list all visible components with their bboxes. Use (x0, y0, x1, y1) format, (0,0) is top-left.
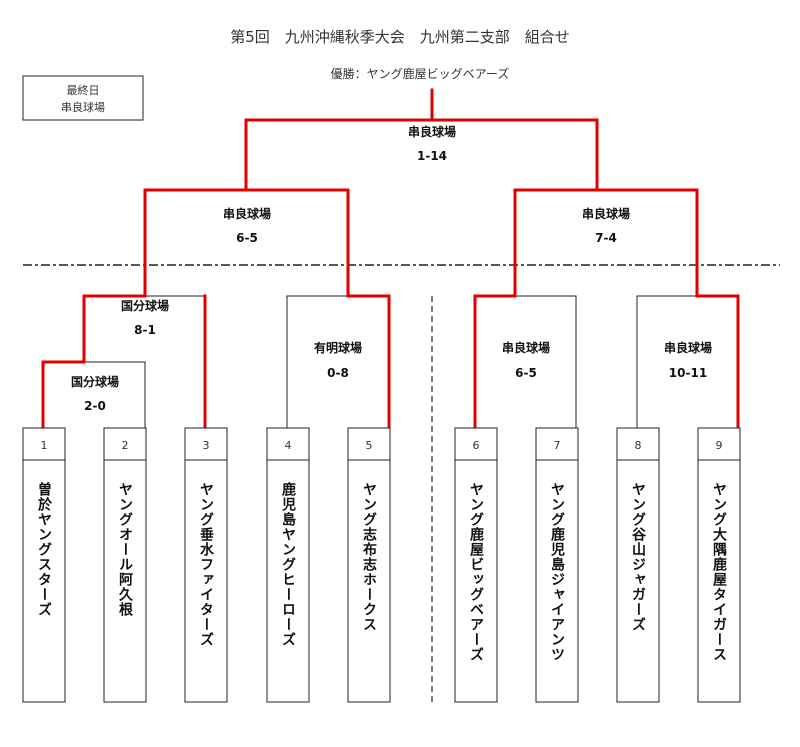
r2a-venue: 国分球場 (121, 298, 169, 313)
team-name: ヤング志布志ホークス (361, 482, 377, 632)
final-score: 1-14 (417, 149, 447, 163)
team-name: 曽於ヤングスターズ (36, 481, 52, 617)
info-box-line1: 最終日 (67, 83, 100, 97)
team-seed: 6 (473, 439, 480, 452)
team-name: 鹿児島ヤングヒーローズ (280, 481, 297, 647)
sf2-venue: 串良球場 (582, 206, 630, 221)
r2d-score: 10-11 (669, 366, 707, 380)
r2b-venue: 有明球場 (314, 340, 362, 355)
r2b-score: 0-8 (327, 366, 349, 380)
team-box: 6 ヤング鹿屋ビッグベアーズ (454, 427, 498, 703)
team-seed: 3 (203, 439, 210, 452)
team-boxes: 1 曽於ヤングスターズ 2 ヤングオール阿久根 3 ヤング垂水ファイターズ 4 鹿児島ヤングヒ… (22, 427, 741, 703)
sf1-score: 6-5 (236, 231, 258, 245)
team-name: ヤング鹿児島ジャイアンツ (549, 482, 566, 662)
team-box-frame (616, 427, 660, 703)
sf2-score: 7-4 (595, 231, 617, 245)
match-labels: 国分球場 2-0 国分球場 8-1 有明球場 0-8 串良球場 6-5 串良球場… (71, 124, 712, 413)
team-box-frame (266, 427, 310, 703)
team-name: ヤングオール阿久根 (117, 482, 134, 617)
team-box: 7 ヤング鹿児島ジャイアンツ (535, 427, 579, 703)
team-box-frame (184, 427, 228, 703)
team-box-frame (22, 427, 66, 703)
r2c-venue: 串良球場 (502, 340, 550, 355)
team-box-frame (454, 427, 498, 703)
team-seed: 9 (716, 439, 723, 452)
team-name: ヤング谷山ジャガーズ (630, 482, 646, 632)
winner-paths (41, 88, 740, 430)
r2c-score: 6-5 (515, 366, 537, 380)
info-box (22, 75, 144, 121)
team-box: 5 ヤング志布志ホークス (347, 427, 391, 703)
sf1-venue: 串良球場 (223, 206, 271, 221)
r1-venue: 国分球場 (71, 374, 119, 389)
team-name: ヤング垂水ファイターズ (198, 482, 214, 647)
r2a-score: 8-1 (134, 323, 156, 337)
final-venue: 串良球場 (408, 124, 456, 139)
r2d-venue: 串良球場 (664, 340, 712, 355)
team-seed: 4 (285, 439, 292, 452)
team-box: 2 ヤングオール阿久根 (103, 427, 147, 703)
team-seed: 7 (554, 439, 561, 452)
team-box: 4 鹿児島ヤングヒーローズ (266, 427, 310, 703)
team-seed: 8 (635, 439, 642, 452)
team-box-frame (535, 427, 579, 703)
team-box-frame (103, 427, 147, 703)
team-box: 8 ヤング谷山ジャガーズ (616, 427, 660, 703)
team-name: ヤング鹿屋ビッグベアーズ (468, 482, 485, 662)
champion-label: 優勝：ヤング鹿屋ビッグベアーズ (331, 66, 510, 81)
team-seed: 2 (122, 439, 129, 452)
page-title: 第5回 九州沖縄秋季大会 九州第二支部 組合せ (230, 28, 570, 46)
team-seed: 1 (41, 439, 48, 452)
info-box-line2: 串良球場 (61, 100, 105, 114)
team-box: 9 ヤング大隅鹿屋タイガース (697, 427, 741, 703)
team-seed: 5 (366, 439, 373, 452)
team-box: 3 ヤング垂水ファイターズ (184, 427, 228, 703)
r1-score: 2-0 (84, 399, 106, 413)
team-box: 1 曽於ヤングスターズ (22, 427, 66, 703)
team-name: ヤング大隅鹿屋タイガース (711, 482, 728, 662)
team-box-frame (697, 427, 741, 703)
team-box-frame (347, 427, 391, 703)
